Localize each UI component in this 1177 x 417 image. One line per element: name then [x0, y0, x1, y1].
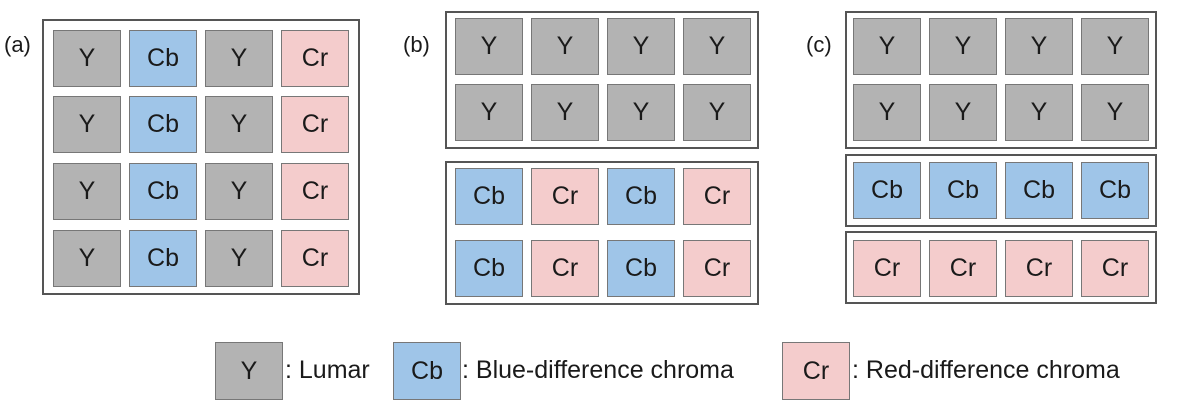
panel-b-cell: Y [683, 84, 751, 141]
panel-b-cell: Cr [683, 240, 751, 297]
panel-b-cell: Y [455, 84, 523, 141]
panel-c-cell: Y [1081, 84, 1149, 141]
panel-c-cell: Cb [1005, 162, 1073, 219]
panel-a-cell: Cb [129, 230, 197, 287]
panel-c-cell: Y [1005, 18, 1073, 75]
panel-b-cell: Y [683, 18, 751, 75]
panel-c-cell: Y [1005, 84, 1073, 141]
panel-b-cell: Y [531, 84, 599, 141]
panel-a-cell: Y [205, 30, 273, 87]
panel-c-cell: Cr [1081, 240, 1149, 297]
panel-c-cell: Cb [929, 162, 997, 219]
panel-c-cell: Cr [853, 240, 921, 297]
panel-c-cell: Y [1081, 18, 1149, 75]
legend-y-text: : Lumar [285, 356, 370, 384]
panel-c-cell: Y [929, 18, 997, 75]
panel-c-cell: Cb [1081, 162, 1149, 219]
legend-cb-text: : Blue-difference chroma [462, 356, 734, 384]
panel-b-cell: Y [455, 18, 523, 75]
panel-a-cell: Cr [281, 96, 349, 153]
panel-c-cell: Y [929, 84, 997, 141]
panel-a-cell: Y [53, 163, 121, 220]
panel-a-cell: Y [53, 96, 121, 153]
panel-a-cell: Cr [281, 30, 349, 87]
panel-a-cell: Cr [281, 163, 349, 220]
panel-a-cell: Y [53, 230, 121, 287]
panel-c-cell: Cr [929, 240, 997, 297]
panel-b-cell: Y [607, 84, 675, 141]
legend-cb-swatch: Cb [393, 342, 461, 400]
panel-a-label: (a) [4, 32, 31, 57]
panel-b-cell: Cb [607, 240, 675, 297]
panel-c-cell: Cr [1005, 240, 1073, 297]
panel-b-cell: Cb [607, 168, 675, 225]
panel-a-cell: Cb [129, 96, 197, 153]
panel-c-label: (c) [806, 32, 832, 57]
panel-a-cell: Y [205, 96, 273, 153]
legend-cr-swatch: Cr [782, 342, 850, 400]
panel-b-cell: Cr [683, 168, 751, 225]
panel-a-cell: Y [205, 163, 273, 220]
panel-b-cell: Cb [455, 240, 523, 297]
panel-c-cell: Cb [853, 162, 921, 219]
panel-b-label: (b) [403, 32, 430, 57]
panel-b-cell: Cb [455, 168, 523, 225]
legend-cr-text: : Red-difference chroma [852, 356, 1120, 384]
panel-a-cell: Cr [281, 230, 349, 287]
panel-b-cell: Y [607, 18, 675, 75]
legend-y-swatch: Y [215, 342, 283, 400]
panel-a-cell: Cb [129, 30, 197, 87]
panel-c-cell: Y [853, 18, 921, 75]
panel-b-cell: Cr [531, 240, 599, 297]
panel-a-cell: Cb [129, 163, 197, 220]
panel-a-cell: Y [53, 30, 121, 87]
panel-c-cell: Y [853, 84, 921, 141]
panel-b-cell: Cr [531, 168, 599, 225]
panel-b-cell: Y [531, 18, 599, 75]
panel-a-cell: Y [205, 230, 273, 287]
